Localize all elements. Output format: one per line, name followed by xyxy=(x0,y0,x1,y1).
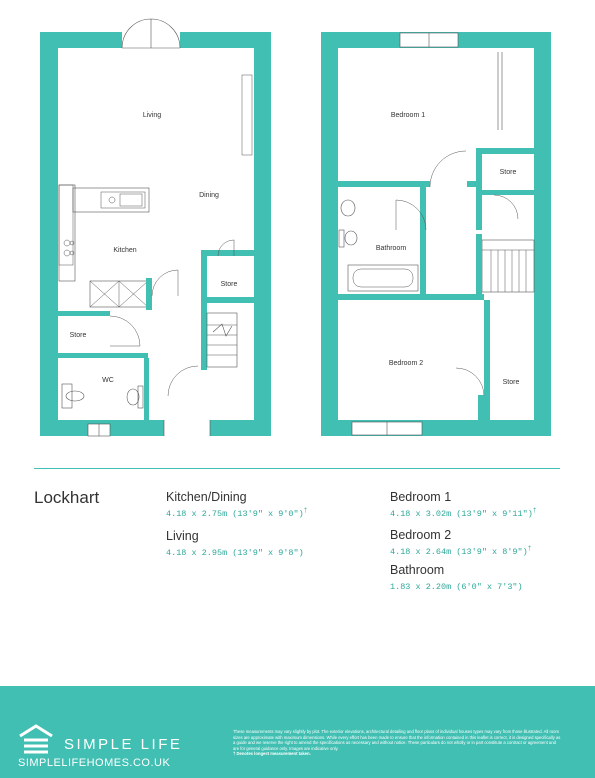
disclaimer-body: These measurements may vary slightly by … xyxy=(233,729,561,751)
schedule-bathroom: Bathroom 1.83 x 2.20m (6'0" x 7'3") xyxy=(390,563,523,593)
room-label-bathroom: Bathroom xyxy=(376,245,407,252)
schedule-kitchen-dining: Kitchen/Dining 4.18 x 2.75m (13'9" x 9'0… xyxy=(166,490,307,520)
room-label-store-first-2: Store xyxy=(503,379,520,386)
disclaimer-text: These measurements may vary slightly by … xyxy=(233,729,563,757)
room-dimensions: 4.18 x 3.02m (13'9" x 9'11")† xyxy=(390,507,537,519)
room-label-kitchen: Kitchen xyxy=(113,247,136,254)
room-label-bedroom-2: Bedroom 2 xyxy=(389,360,423,367)
room-label-store-first-1: Store xyxy=(500,169,517,176)
room-label-living: Living xyxy=(143,112,161,119)
house-type-name: Lockhart xyxy=(34,488,100,507)
ground-floor-walls xyxy=(40,32,271,436)
room-name: Bedroom 2 xyxy=(390,528,452,542)
room-name: Bedroom 1 xyxy=(390,490,452,504)
footer-band xyxy=(0,686,595,778)
schedule-bedroom-1: Bedroom 1 4.18 x 3.02m (13'9" x 9'11")† xyxy=(390,490,536,520)
room-dimensions: 4.18 x 2.64m (13'9" x 8'9")† xyxy=(390,545,532,557)
ground-floor-plan: Living Dining Kitchen Store Store WC xyxy=(40,18,271,437)
room-name: Living xyxy=(166,529,199,543)
floor-plans: Living Dining Kitchen Store Store WC xyxy=(40,18,551,437)
first-floor-walls xyxy=(321,32,551,436)
room-label-store-ground-1: Store xyxy=(221,281,238,288)
schedule-living: Living 4.18 x 2.95m (13'9" x 9'8") xyxy=(166,529,304,559)
room-name: Kitchen/Dining xyxy=(166,490,247,504)
brand-website[interactable]: SIMPLELIFEHOMES.CO.UK xyxy=(18,757,171,769)
section-divider xyxy=(34,468,560,469)
room-label-dining: Dining xyxy=(199,192,219,199)
room-dimensions: 1.83 x 2.20m (6'0" x 7'3") xyxy=(390,581,523,592)
room-name: Bathroom xyxy=(390,563,445,577)
room-dimensions: 4.18 x 2.95m (13'9" x 9'8") xyxy=(166,547,304,558)
room-dimensions: 4.18 x 2.75m (13'9" x 9'0")† xyxy=(166,507,308,519)
disclaimer-note: † Denotes longest measurement taken. xyxy=(233,751,311,757)
simple-life-logo-icon xyxy=(19,724,53,754)
first-floor-plan: Bedroom 1 Store Bathroom Bedroom 2 Store xyxy=(321,32,551,436)
brand-name: SIMPLE LIFE xyxy=(64,736,183,753)
room-label-store-ground-2: Store xyxy=(70,332,87,339)
room-label-wc: WC xyxy=(102,377,114,384)
schedule-bedroom-2: Bedroom 2 4.18 x 2.64m (13'9" x 8'9")† xyxy=(390,528,531,558)
room-label-bedroom-1: Bedroom 1 xyxy=(391,112,425,119)
